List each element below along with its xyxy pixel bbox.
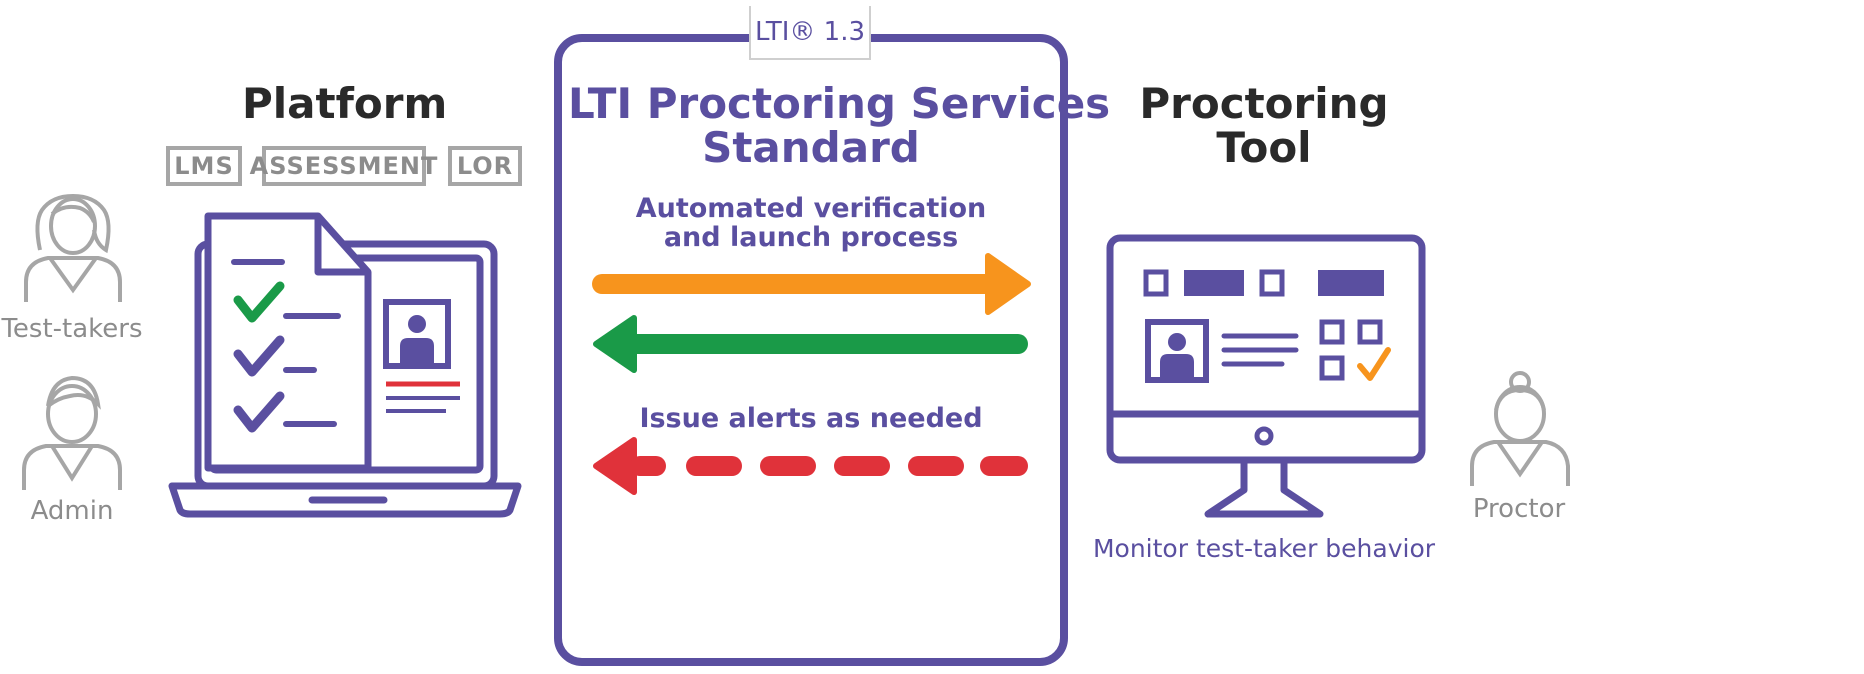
monitor-icon	[1106, 234, 1426, 518]
document-icon	[204, 212, 372, 472]
arrow-left-icon-red-dashed	[593, 437, 1028, 495]
admin-person-icon	[22, 375, 122, 490]
arrow-right-icon-orange	[592, 253, 1031, 315]
id-card-icon	[383, 299, 460, 413]
tool-title-line2: Tool	[1216, 123, 1312, 172]
lti-version-label: LTI® 1.3	[754, 17, 866, 47]
verification-label-line1: Automated verification	[635, 193, 987, 224]
checkmark-icon-1	[233, 281, 285, 323]
tag-assessment: ASSESSMENT	[250, 146, 437, 186]
platform-title: Platform	[242, 79, 448, 128]
proctor-person-icon	[1470, 371, 1570, 486]
tag-lor: LOR	[448, 146, 522, 186]
checkmark-icon-3	[233, 391, 285, 433]
verification-label-line2: and launch process	[663, 222, 959, 253]
admin-label: Admin	[30, 496, 114, 526]
test-takers-label: Test-takers	[1, 314, 143, 344]
tag-lms: LMS	[166, 146, 242, 186]
proctor-label: Proctor	[1472, 494, 1566, 524]
tool-title-line1: Proctoring	[1139, 79, 1389, 128]
monitor-screen-content	[1143, 269, 1391, 383]
standard-title-line2: Standard	[702, 123, 920, 172]
test-taker-person-icon	[24, 193, 122, 302]
checkmark-icon-2	[233, 335, 285, 377]
lti-version-tab: LTI® 1.3	[749, 6, 871, 60]
orange-checkmark-icon	[1357, 347, 1391, 381]
monitor-caption: Monitor test-taker behavior	[1092, 534, 1436, 563]
arrow-left-icon-green	[593, 315, 1028, 373]
standard-title-line1: LTI Proctoring Services	[568, 79, 1111, 128]
alerts-label: Issue alerts as needed	[639, 403, 983, 434]
